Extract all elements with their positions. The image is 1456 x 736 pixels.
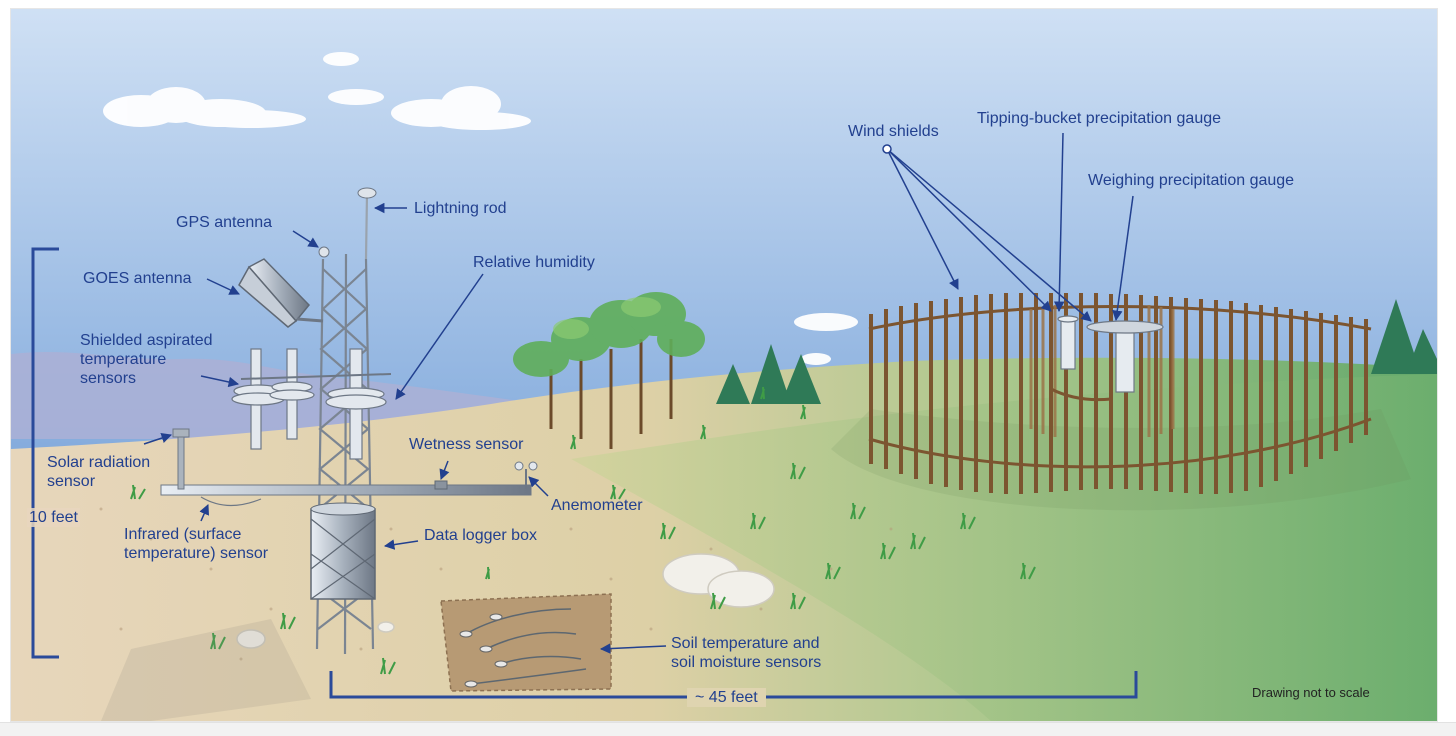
deciduous-trees	[513, 292, 705, 449]
label-data-logger-box: Data logger box	[424, 527, 537, 544]
label-lightning-rod: Lightning rod	[414, 200, 507, 217]
label-weighing-gauge: Weighing precipitation gauge	[1088, 172, 1295, 189]
label-distance-scale: ~ 45 feet	[687, 688, 766, 707]
label-shielded-temperature-sensors: Shielded aspirated temperature sensors	[80, 332, 213, 387]
label-soil-sensors: Soil temperature and soil moisture senso…	[671, 635, 822, 671]
soil-cutaway	[440, 593, 612, 692]
label-solar-radiation-sensor: Solar radiation sensor	[47, 454, 151, 490]
label-anemometer: Anemometer	[551, 497, 643, 514]
label-infrared-sensor: Infrared (surface temperature) sensor	[124, 526, 269, 562]
diagram-frame: GPS antenna Lightning rod GOES antenna R…	[10, 8, 1438, 722]
label-tipping-bucket-gauge: Tipping-bucket precipitation gauge	[977, 110, 1222, 127]
fence-enclosure	[831, 293, 1411, 511]
weather-station-illustration	[11, 9, 1437, 721]
label-goes-antenna: GOES antenna	[83, 270, 192, 287]
clouds	[103, 52, 858, 365]
grassland	[571, 374, 1437, 721]
goes-antenna-shape	[238, 258, 324, 328]
grass-tufts	[130, 386, 1036, 675]
temperature-shields	[231, 348, 392, 460]
sensor-boom	[160, 428, 538, 507]
gps-antenna-shape	[318, 246, 330, 258]
label-wetness-sensor: Wetness sensor	[409, 436, 524, 453]
label-gps-antenna: GPS antenna	[176, 214, 273, 231]
page-bottom-band	[0, 722, 1456, 736]
data-logger-box-shape	[310, 502, 376, 600]
conifer-trees	[716, 299, 1437, 404]
label-height-scale: 10 feet	[27, 508, 80, 527]
note-not-to-scale: Drawing not to scale	[1252, 685, 1370, 700]
leader-arrows	[143, 132, 1134, 654]
lightning-rod-tip	[357, 187, 377, 199]
label-wind-shields: Wind shields	[848, 123, 939, 140]
label-relative-humidity: Relative humidity	[473, 254, 595, 271]
tower-shadow	[101, 619, 311, 721]
